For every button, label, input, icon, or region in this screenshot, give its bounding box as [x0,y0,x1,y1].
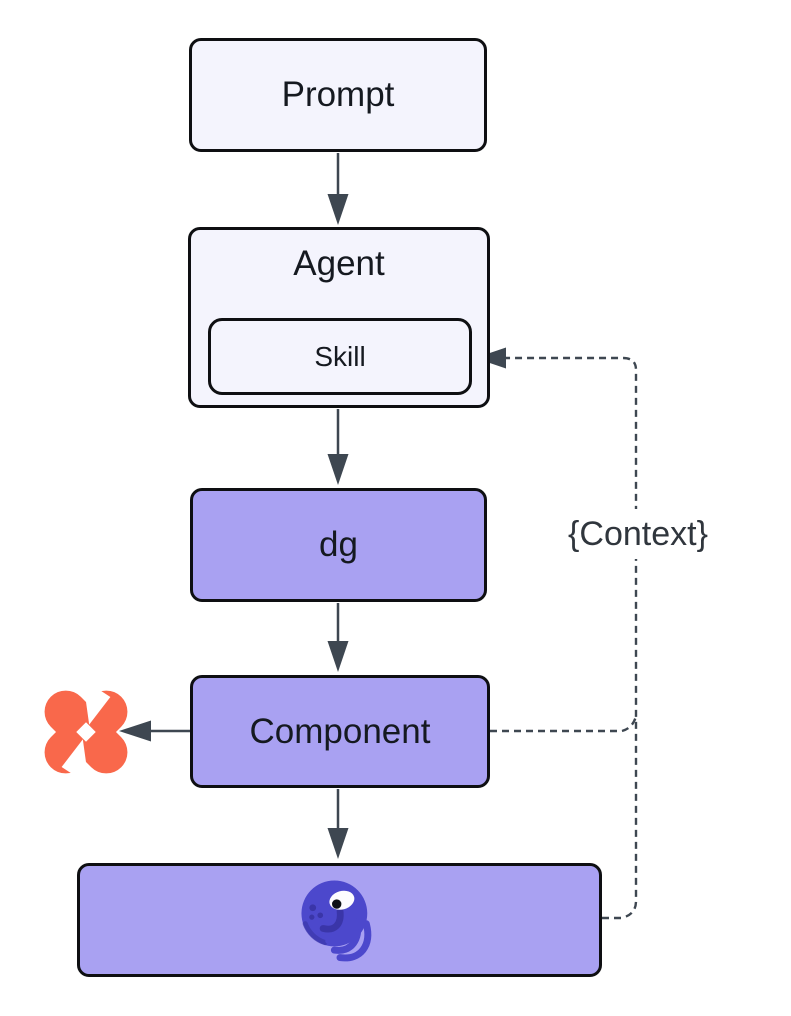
context-edge-label: {Context} [538,509,738,559]
octopus-head-shadow [302,921,328,946]
arrowhead-into-component [327,641,349,672]
node-skill: Skill [208,318,472,395]
node-octopus-box [77,863,602,977]
arrowhead-into-agent [327,194,349,225]
node-dg-label: dg [319,525,358,564]
node-component: Component [190,675,490,788]
orange-x-pinwheel-icon [44,679,128,785]
arrowhead-into-dg [327,454,349,485]
node-prompt: Prompt [189,38,487,152]
pinwheel-center-diamond [76,722,96,742]
octopus-curl-dark [319,907,344,933]
octopus-pupil [331,899,341,909]
node-component-label: Component [249,711,431,751]
pinwheel-notch-bottom [61,739,90,785]
octopus-tentacles [324,918,371,962]
pinwheel-notch-top [82,679,111,725]
octopus-spots [308,904,323,920]
octopus-icon [300,880,371,962]
edge-component-context-dashed [490,715,638,733]
node-skill-label: Skill [314,340,366,372]
node-agent-label: Agent [293,244,385,283]
arrowhead-into-octopus-box [327,828,349,859]
node-prompt-label: Prompt [281,75,395,114]
arrowhead-into-pinwheel [119,720,151,742]
edge-context-dashed [506,356,638,920]
node-dg: dg [190,488,487,602]
arrowhead-into-skill [475,347,506,369]
